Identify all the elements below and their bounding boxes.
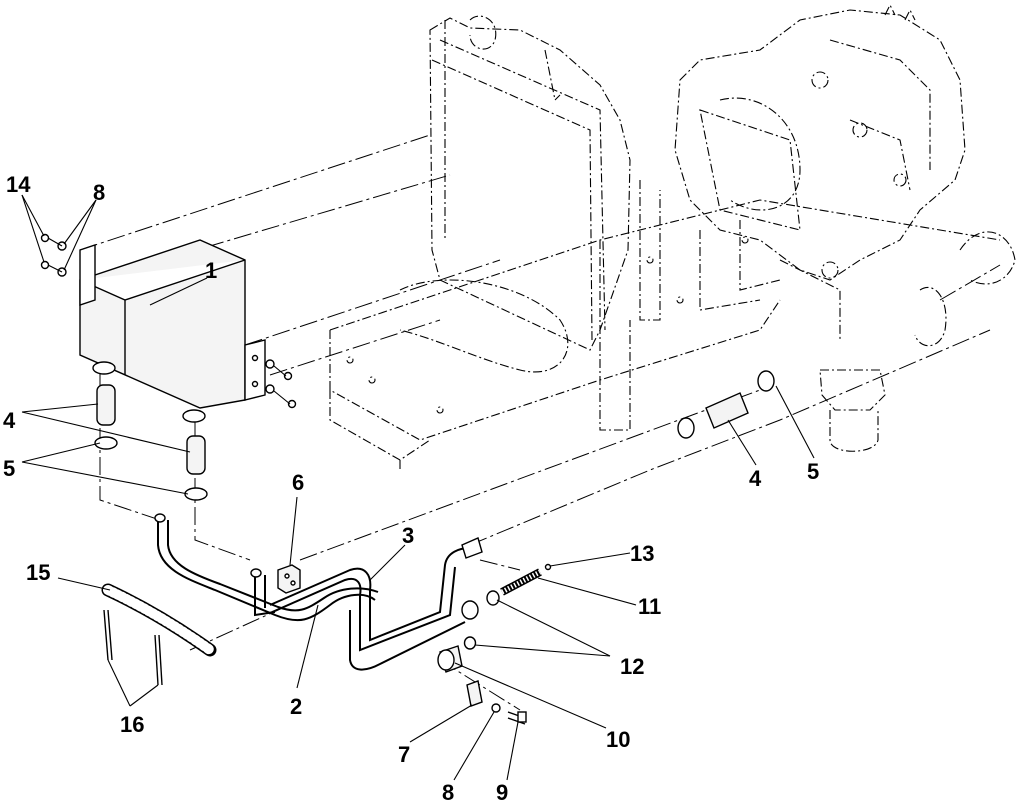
callout-3: 3 <box>402 523 414 548</box>
leader-lines <box>21 194 815 781</box>
callout-14: 14 <box>6 172 31 197</box>
screw-set-top-left <box>40 233 67 277</box>
callout-12: 12 <box>620 654 644 679</box>
callout-6: 6 <box>292 470 304 495</box>
valve-components <box>437 563 552 673</box>
alignment-lines <box>79 134 1001 711</box>
line-clamp-block <box>277 564 301 594</box>
callout-8-bottom: 8 <box>442 780 454 805</box>
callout-4-right: 4 <box>749 466 762 491</box>
hoses-and-clamps-right <box>677 370 775 439</box>
phantom-radiator <box>429 15 631 351</box>
phantom-filter-housing <box>819 369 886 452</box>
callout-1: 1 <box>205 258 217 283</box>
callout-4-left: 4 <box>3 408 16 433</box>
callout-2: 2 <box>290 694 302 719</box>
callout-labels: 14 8 1 4 5 6 3 15 2 16 13 11 12 10 7 8 9… <box>3 172 819 805</box>
phantom-transmission <box>674 3 966 281</box>
bracket-and-bolt <box>466 680 527 725</box>
callout-13: 13 <box>630 541 654 566</box>
callout-11: 11 <box>638 594 661 619</box>
cable-ties <box>103 609 163 686</box>
screw-set-cooler-right <box>265 359 297 409</box>
callout-8-top: 8 <box>93 180 105 205</box>
spiral-hose-guard <box>101 583 217 657</box>
callout-7: 7 <box>398 742 410 767</box>
callout-9: 9 <box>496 780 508 805</box>
hoses-and-clamps-left <box>92 361 208 501</box>
callout-16: 16 <box>120 712 144 737</box>
callout-10: 10 <box>606 727 630 752</box>
callout-5-left: 5 <box>3 456 15 481</box>
oil-lines <box>154 513 483 671</box>
callout-5-right: 5 <box>807 459 819 484</box>
phantom-frame <box>329 180 1016 470</box>
oil-cooler <box>79 239 266 409</box>
callout-15: 15 <box>26 560 50 585</box>
